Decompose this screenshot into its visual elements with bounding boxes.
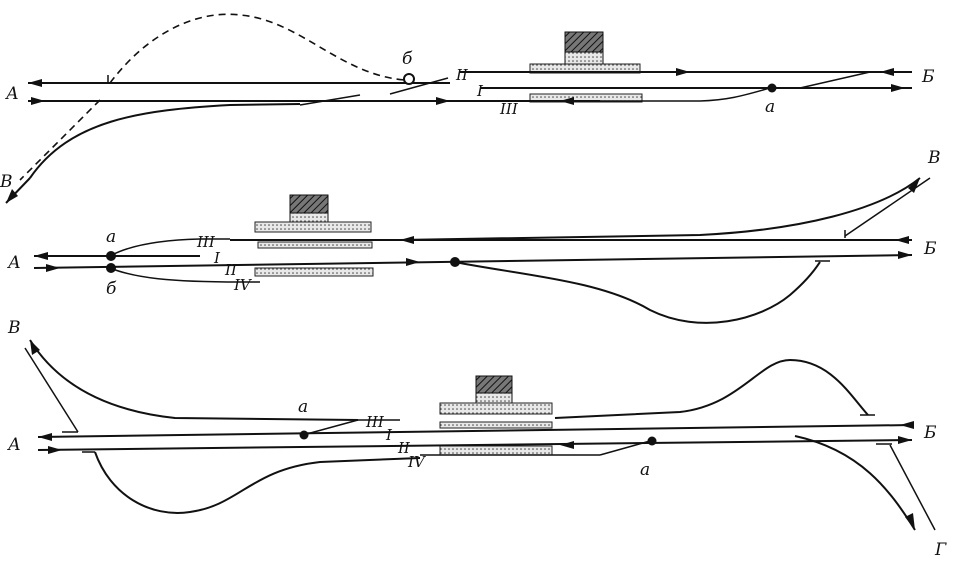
branch-line: [794, 435, 916, 531]
junction-point: [299, 430, 309, 440]
loop-line: [554, 358, 869, 419]
dashed-connection: [109, 13, 406, 84]
track-main-upper: [37, 424, 913, 438]
arrow: [908, 178, 920, 193]
end-label-branch-bottom: Г: [934, 540, 947, 560]
track-III: [302, 419, 359, 436]
loop-line: [94, 451, 421, 514]
junction-point: [106, 251, 116, 261]
point-label: б: [402, 49, 413, 69]
track-III: [109, 238, 230, 257]
crossover-right: [799, 71, 871, 89]
end-label-branch: В: [927, 148, 941, 168]
track-label: I: [385, 426, 393, 444]
junction-point: [647, 436, 657, 446]
branch-line: [5, 177, 31, 204]
loop-line: [454, 261, 821, 324]
track-label: III: [499, 100, 519, 118]
end-label-branch-top: В: [7, 318, 21, 338]
arrow: [28, 79, 42, 87]
track-label: I: [476, 82, 484, 100]
junction-point: [403, 73, 415, 85]
dashed-connection: [19, 99, 101, 181]
branch-line: [29, 103, 301, 179]
arrow: [436, 97, 450, 105]
track-main-lower: [33, 254, 913, 269]
scheme-1: А Б В II I III б а: [0, 13, 935, 204]
arrow: [30, 340, 40, 355]
arrow: [891, 84, 905, 92]
branch-line: [889, 444, 936, 531]
arrow: [676, 68, 690, 76]
platform: [254, 267, 374, 277]
branch-line: [399, 177, 921, 241]
point-label: а: [640, 460, 650, 480]
track-III: [600, 87, 771, 102]
arrow: [31, 97, 45, 105]
scheme-3: А Б В Г III I II IV а а: [7, 318, 947, 560]
scheme-2: А Б В III I II IV а б: [7, 148, 941, 324]
arrow: [38, 433, 52, 441]
point-label: а: [765, 97, 775, 117]
platform: [257, 241, 373, 249]
arrow: [898, 251, 912, 259]
track-label: II: [224, 261, 238, 279]
arrow: [560, 441, 574, 449]
crossover: [389, 77, 449, 95]
platform: [439, 421, 553, 429]
arrow: [895, 236, 909, 244]
track-label: IV: [233, 276, 253, 294]
arrow: [46, 264, 60, 272]
track-label: III: [196, 233, 216, 251]
point-label: а: [298, 397, 308, 417]
crossover: [299, 94, 361, 106]
junction-point: [767, 83, 777, 93]
junction-point: [450, 257, 460, 267]
end-label-right: Б: [923, 423, 937, 443]
arrow: [560, 97, 574, 105]
branch-line: [24, 347, 79, 433]
end-label-branch: В: [0, 172, 13, 192]
end-label-right: Б: [921, 67, 935, 87]
track-IV: [109, 267, 260, 283]
branch-line: [844, 177, 931, 237]
track-label: I: [213, 249, 221, 267]
point-label: а: [106, 227, 116, 247]
branch-line: [29, 339, 359, 421]
platform: [439, 402, 553, 415]
track-label: II: [397, 439, 411, 457]
platform: [439, 445, 553, 456]
junction-point: [106, 263, 116, 273]
arrow: [898, 436, 912, 444]
arrow: [406, 258, 420, 266]
platform: [254, 221, 372, 233]
crossover: [599, 440, 651, 456]
track-label: IV: [407, 453, 427, 471]
track-main-lower: [37, 439, 913, 451]
arrow: [34, 252, 48, 260]
end-label-left: А: [7, 253, 21, 273]
station-building: [289, 194, 329, 226]
station-building: [475, 375, 513, 407]
end-label-right: Б: [923, 239, 937, 259]
track-label: III: [365, 413, 385, 431]
arrow: [880, 68, 894, 76]
station-building: [564, 31, 604, 68]
end-label-left: А: [7, 435, 21, 455]
arrow: [48, 446, 62, 454]
point-label: б: [106, 279, 117, 299]
arrow: [900, 421, 914, 429]
end-label-left: А: [5, 84, 19, 104]
track-label: II: [455, 66, 469, 84]
arrow: [905, 513, 915, 530]
